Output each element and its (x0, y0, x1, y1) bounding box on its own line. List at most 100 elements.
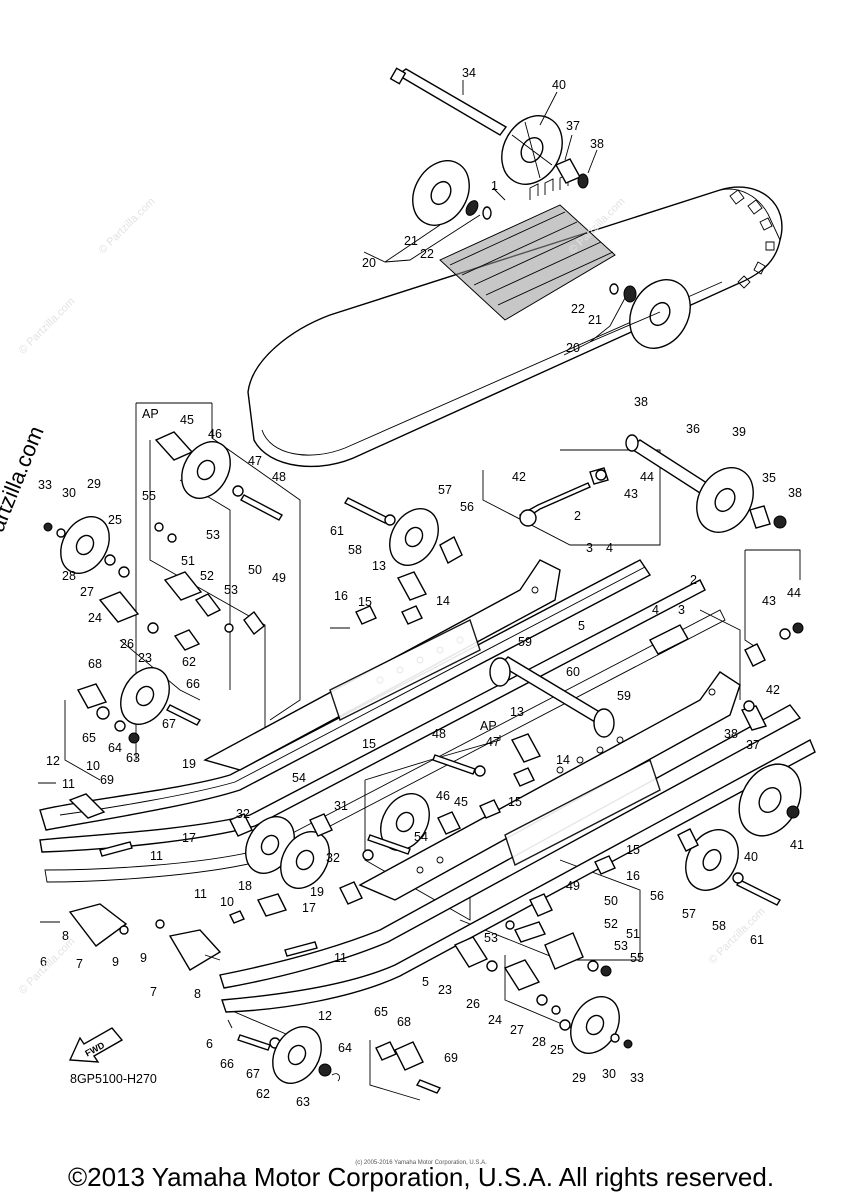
callout-22: 22 (571, 302, 585, 316)
callout-25: 25 (550, 1043, 564, 1057)
callout-13: 13 (372, 559, 386, 573)
callout-54: 54 (414, 830, 428, 844)
callout-10: 10 (220, 895, 234, 909)
callout-14: 14 (436, 594, 450, 608)
callout-63: 63 (296, 1095, 310, 1109)
callout-8: 8 (62, 929, 69, 943)
callout-35: 35 (762, 471, 776, 485)
callout-20: 20 (362, 256, 376, 270)
callout-7: 7 (150, 985, 157, 999)
callout-30: 30 (602, 1067, 616, 1081)
callout-8: 8 (194, 987, 201, 1001)
callout-55: 55 (142, 489, 156, 503)
callout-38: 38 (634, 395, 648, 409)
callout-34: 34 (462, 66, 476, 80)
callout-43: 43 (624, 487, 638, 501)
callout-25: 25 (108, 513, 122, 527)
callout-49: 49 (272, 571, 286, 585)
callout-46: 46 (436, 789, 450, 803)
callout-38: 38 (788, 486, 802, 500)
callout-37: 37 (746, 738, 760, 752)
callout-4: 4 (606, 541, 613, 555)
callout-31: 31 (334, 799, 348, 813)
callout-68: 68 (397, 1015, 411, 1029)
callout-62: 62 (256, 1087, 270, 1101)
cross-shaft (489, 656, 615, 738)
callout-64: 64 (338, 1041, 352, 1055)
callout-7: 7 (76, 957, 83, 971)
callout-27: 27 (80, 585, 94, 599)
callout-52: 52 (200, 569, 214, 583)
callout-58: 58 (348, 543, 362, 557)
callout-38: 38 (590, 137, 604, 151)
callout-59: 59 (617, 689, 631, 703)
track-belt (247, 173, 783, 468)
callout-11: 11 (150, 849, 163, 863)
callout-6: 6 (40, 955, 47, 969)
callout-23: 23 (138, 651, 152, 665)
callout-62: 62 (182, 655, 196, 669)
callout-13: 13 (510, 705, 524, 719)
callout-28: 28 (62, 569, 76, 583)
callout-26: 26 (120, 637, 134, 651)
callout-43: 43 (762, 594, 776, 608)
callout-16: 16 (626, 869, 640, 883)
callout-46: 46 (208, 427, 222, 441)
callout-15: 15 (508, 795, 522, 809)
callout-15: 15 (362, 737, 376, 751)
callout-11: 11 (194, 887, 207, 901)
callout-11: 11 (62, 777, 75, 791)
rear-lower-wheels (649, 622, 804, 906)
callout-10: 10 (86, 759, 100, 773)
top-shaft-assembly (389, 67, 691, 349)
callout-24: 24 (88, 611, 102, 625)
callout-26: 26 (466, 997, 480, 1011)
callout-28: 28 (532, 1035, 546, 1049)
callout-67: 67 (162, 717, 176, 731)
callout-66: 66 (186, 677, 200, 691)
callout-3: 3 (586, 541, 593, 555)
ap-label-left: AP (142, 407, 159, 421)
callout-57: 57 (438, 483, 452, 497)
callout-69: 69 (444, 1051, 458, 1065)
callout-51: 51 (626, 927, 640, 941)
callout-22: 22 (420, 247, 434, 261)
callout-61: 61 (330, 524, 344, 538)
callout-3: 3 (678, 603, 685, 617)
callout-21: 21 (588, 313, 602, 327)
callout-17: 17 (182, 831, 196, 845)
callout-21: 21 (404, 234, 418, 248)
callout-38: 38 (724, 727, 738, 741)
rear-axle-assembly (519, 434, 787, 533)
callout-29: 29 (87, 477, 101, 491)
diagram-code: 8GP5100-H270 (70, 1072, 157, 1086)
callout-11: 11 (334, 951, 347, 965)
callout-48: 48 (272, 470, 286, 484)
callout-52: 52 (604, 917, 618, 931)
small-copyright: (c) 2005-2016 Yamaha Motor Corporation, … (355, 1160, 487, 1166)
front-rail-tips (38, 782, 318, 971)
callout-59: 59 (518, 635, 532, 649)
fwd-arrow: FWD (68, 1027, 124, 1063)
callout-32: 32 (326, 851, 340, 865)
ap-label-center: AP (480, 719, 497, 733)
callout-30: 30 (62, 486, 76, 500)
copyright-notice: ©2013 Yamaha Motor Corporation, U.S.A. A… (67, 1162, 775, 1192)
callout-44: 44 (787, 586, 801, 600)
callout-67: 67 (246, 1067, 260, 1081)
callout-42: 42 (766, 683, 780, 697)
callout-53: 53 (614, 939, 628, 953)
callout-33: 33 (38, 478, 52, 492)
callout-27: 27 (510, 1023, 524, 1037)
callout-53: 53 (484, 931, 498, 945)
callout-66: 66 (220, 1057, 234, 1071)
callout-64: 64 (108, 741, 122, 755)
callout-65: 65 (82, 731, 96, 745)
callout-39: 39 (732, 425, 746, 439)
callout-50: 50 (248, 563, 262, 577)
callout-29: 29 (572, 1071, 586, 1085)
callout-40: 40 (744, 850, 758, 864)
callout-2: 2 (690, 573, 697, 587)
center-accessory-cluster (229, 733, 633, 1054)
